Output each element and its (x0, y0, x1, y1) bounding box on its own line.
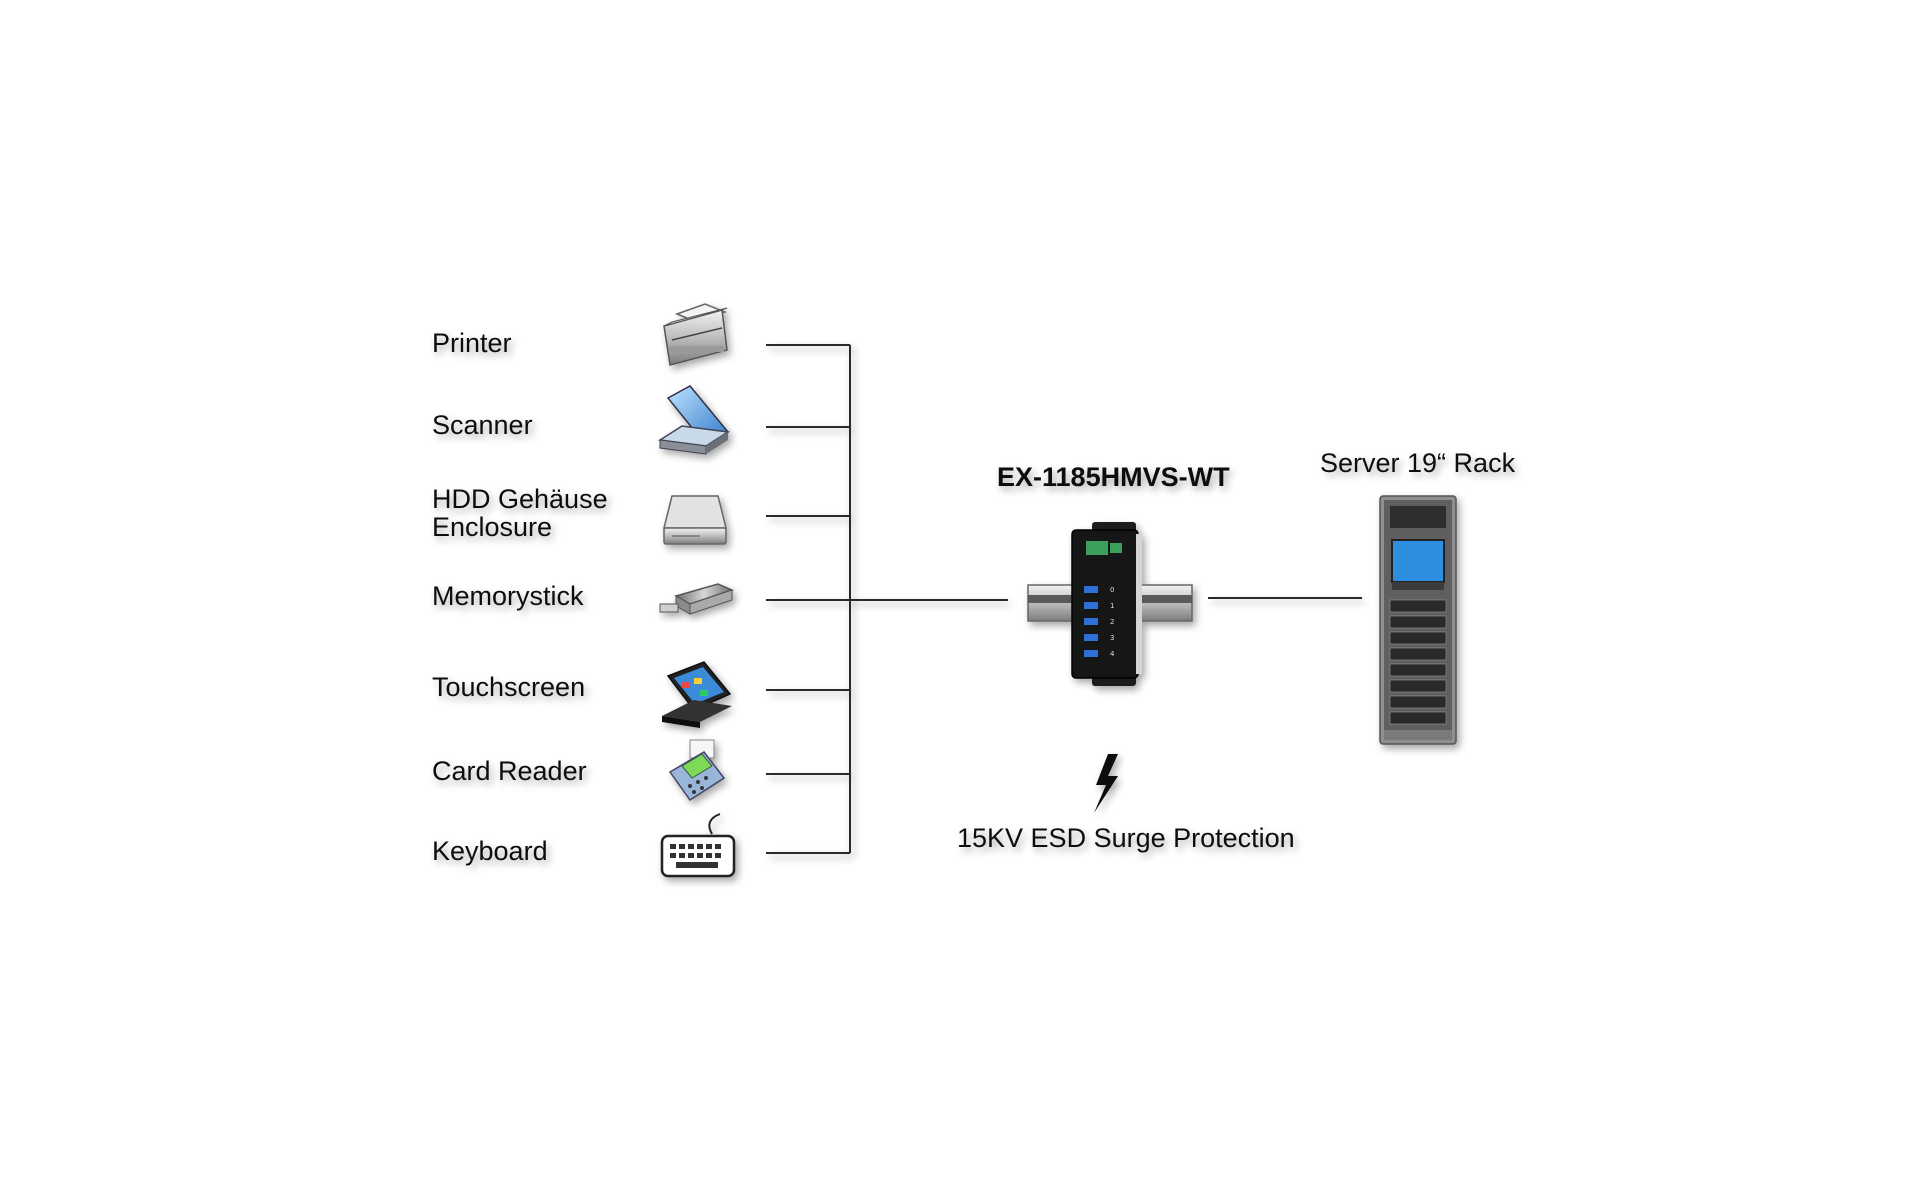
hub-port-2-label: 2 (1110, 618, 1114, 626)
device-bus-lines (766, 344, 1362, 854)
lightning-bolt-icon (1094, 754, 1118, 813)
device-label-printer: Printer (432, 328, 512, 358)
hub-port-1-label: 1 (1110, 602, 1114, 610)
device-labels: Printer Scanner HDD Gehäuse Enclosure Me… (432, 328, 608, 866)
hub-port-0-label: 0 (1110, 586, 1114, 594)
device-label-touchscreen: Touchscreen (432, 672, 585, 702)
device-label-hdd-line2: Enclosure (432, 512, 552, 542)
device-label-scanner: Scanner (432, 410, 533, 440)
keyboard-icon (660, 813, 736, 878)
pos-touchscreen-icon (662, 661, 732, 728)
hdd-enclosure-icon (663, 495, 727, 545)
hub-port-3-label: 3 (1110, 634, 1114, 642)
usb-hub-din-rail-icon: 0 1 2 3 4 (1027, 522, 1193, 686)
device-label-card-reader: Card Reader (432, 756, 587, 786)
device-label-hdd-line1: HDD Gehäuse (432, 484, 608, 514)
scanner-icon (657, 385, 731, 455)
hub-port-4-label: 4 (1110, 650, 1115, 658)
server-rack-icon (1379, 495, 1457, 745)
device-label-keyboard: Keyboard (432, 836, 548, 866)
esd-protection-label: 15KV ESD Surge Protection (957, 823, 1295, 853)
server-label: Server 19“ Rack (1320, 448, 1516, 478)
device-label-memorystick: Memorystick (432, 581, 584, 611)
printer-icon (663, 303, 728, 366)
card-reader-icon (668, 739, 726, 802)
usb-stick-icon (659, 583, 735, 615)
hub-model-label: EX-1185HMVS-WT (997, 462, 1230, 492)
